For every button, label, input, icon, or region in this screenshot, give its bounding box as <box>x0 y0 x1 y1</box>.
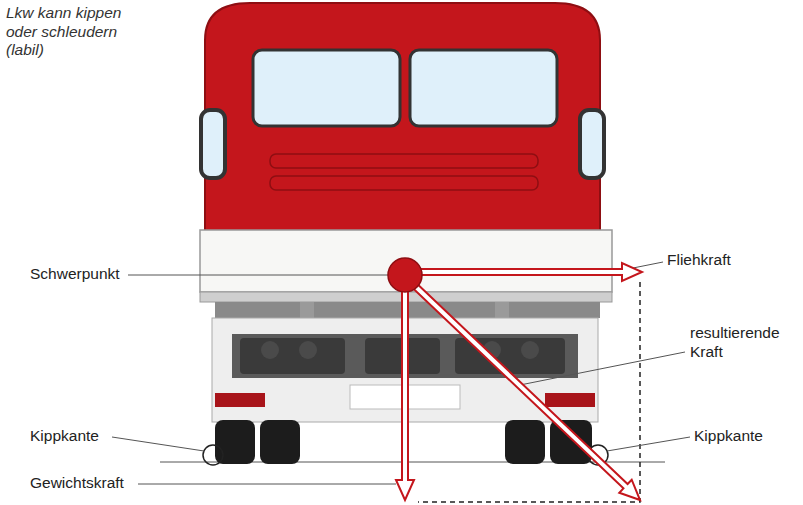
grille-line <box>270 176 538 190</box>
resultant-force-arrow <box>414 285 640 500</box>
lamp <box>261 341 279 359</box>
reflector <box>545 393 595 407</box>
note-text: Lkw kann kippen oder schleudern (labil) <box>6 4 146 60</box>
leader-line <box>515 352 685 386</box>
windshield-right <box>410 50 557 126</box>
part-label: Schwerpunkt <box>30 265 126 284</box>
weight-force-arrow <box>396 290 414 500</box>
leader-line <box>138 484 396 485</box>
reflector <box>215 393 265 407</box>
wheel <box>550 420 592 464</box>
wheel <box>260 420 300 464</box>
leader-line <box>607 437 690 451</box>
leader-line <box>112 437 204 451</box>
mirror-left <box>201 110 225 178</box>
wheel <box>505 420 545 464</box>
lamp <box>299 341 317 359</box>
centrifugal-force-arrow <box>420 263 642 281</box>
lamp <box>521 341 539 359</box>
grille-line <box>270 154 538 168</box>
rear-light <box>240 338 345 374</box>
part-label: Kippkante <box>694 427 794 446</box>
windshield-left <box>253 50 400 126</box>
truck-cab <box>205 3 600 232</box>
force-label: Gewichtskraft <box>30 474 140 493</box>
force-label: resultierende Kraft <box>690 324 798 361</box>
part-label: Kippkante <box>30 427 114 446</box>
leader-line <box>128 275 388 276</box>
tipping-edge-marker <box>203 445 223 465</box>
load-bed <box>200 230 612 292</box>
mirror-right <box>580 110 604 178</box>
force-label: Fliehkraft <box>667 251 787 270</box>
center-of-gravity <box>388 258 422 292</box>
wheel <box>215 420 255 464</box>
